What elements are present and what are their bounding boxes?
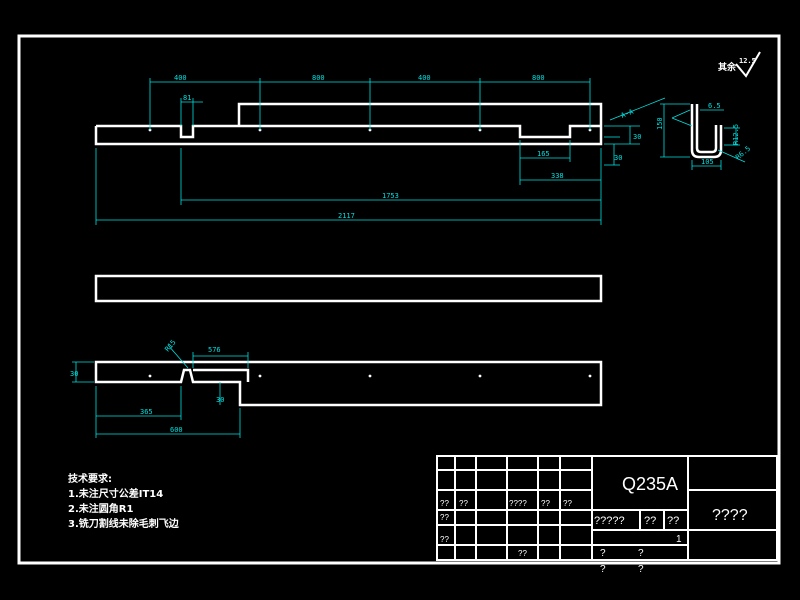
dim-165: 165 [537, 150, 550, 158]
tech-note-3: 3.铣刀割线未除毛刺飞边 [68, 519, 179, 530]
svg-text:??: ?? [563, 499, 572, 508]
bottom-view [94, 360, 603, 407]
dim-2117: 2117 [338, 212, 355, 220]
top-view-dimensions [95, 78, 640, 225]
title-drawing-name: ???? [712, 507, 748, 524]
dim-section-thick: 6.5 [708, 102, 721, 110]
svg-text:??: ?? [459, 499, 468, 508]
title-sheet-q4: ? [638, 564, 644, 575]
top-view-outline [94, 102, 603, 146]
title-block [436, 455, 778, 561]
dim-338: 338 [551, 172, 564, 180]
dim-top-1: 400 [174, 74, 187, 82]
title-scale-label: ????? [594, 515, 625, 527]
dim-365: 365 [140, 408, 153, 416]
svg-text:??: ?? [541, 499, 550, 508]
svg-text:??: ?? [440, 499, 449, 508]
dim-bottom-height: 30 [70, 370, 78, 378]
drawing-border [17, 34, 781, 565]
title-sheet-q2: ? [638, 548, 644, 559]
bottom-view-dimensions [72, 344, 249, 438]
dim-30-lower: 30 [614, 154, 622, 162]
title-cell-c: 1 [676, 534, 682, 545]
top-view [94, 102, 603, 146]
dim-top-4: 800 [532, 74, 545, 82]
svg-text:??: ?? [440, 535, 449, 544]
roughness-value: 12.5 [739, 57, 756, 65]
dim-section-width: 105 [701, 158, 714, 166]
title-cell-a: ?? [644, 515, 656, 527]
dim-bottom-30: 30 [216, 396, 224, 404]
dim-1753: 1753 [382, 192, 399, 200]
section-mark: A-A [620, 107, 635, 119]
dim-section-r: R12.5 [732, 124, 740, 145]
dim-bottom-chamfer: R15 [163, 338, 177, 353]
dim-576: 576 [208, 346, 221, 354]
svg-text:????: ???? [509, 499, 527, 508]
title-sheet-q3: ? [600, 564, 606, 575]
svg-text:??: ?? [440, 513, 449, 522]
roughness-label: 其余 [718, 61, 737, 73]
dim-30-right: 30 [633, 133, 641, 141]
title-cell-b: ?? [667, 515, 679, 527]
tech-notes-title: 技术要求: [68, 474, 112, 485]
tech-note-2: 2.未注圆角R1 [68, 504, 134, 515]
dim-section-height: 150 [656, 117, 664, 130]
dim-section-angle: R6.5 [734, 145, 752, 162]
section-view [690, 104, 723, 159]
tech-notes: 技术要求: 1.未注尺寸公差IT14 2.未注圆角R1 3.铣刀割线未除毛刺飞边 [68, 472, 179, 532]
roughness-icon [735, 51, 761, 78]
dim-top-3: 400 [418, 74, 431, 82]
dim-top-2: 800 [312, 74, 325, 82]
middle-view-outline [94, 274, 603, 303]
section-dimensions [609, 97, 746, 170]
title-block-labels: ?? ?? ???? ?? ?? ?? ?? ?? [440, 499, 572, 558]
tech-note-1: 1.未注尺寸公差IT14 [68, 489, 164, 500]
title-material: Q235A [622, 474, 678, 494]
dim-small: 81 [183, 94, 191, 102]
dim-600: 600 [170, 426, 183, 434]
bottom-view-holes [148, 374, 592, 378]
svg-text:??: ?? [518, 549, 527, 558]
title-sheet-q1: ? [600, 548, 606, 559]
